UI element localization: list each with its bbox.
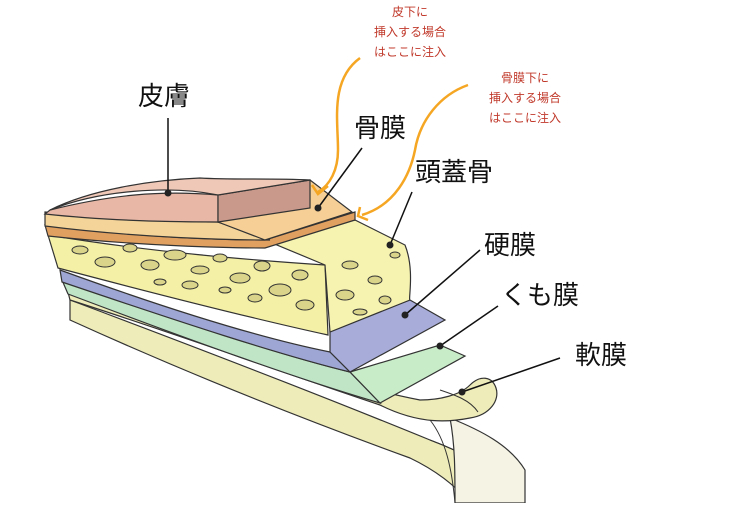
skull-layer xyxy=(47,219,412,336)
note-subcutaneous-line-3: はここに注入 xyxy=(373,45,446,59)
subcutaneous-arrow-icon xyxy=(317,56,361,194)
label-dura: 硬膜 xyxy=(484,231,537,261)
label-skull: 頭蓋骨 xyxy=(415,158,494,188)
note-subperiosteal-line-1: 骨膜下に xyxy=(500,71,549,85)
periosteum-leader xyxy=(317,147,363,209)
skull-leader xyxy=(389,191,413,246)
subperiosteal-arrow-icon xyxy=(361,83,469,217)
note-subcutaneous: 皮下に 挿入する場合 はここに注入 xyxy=(345,2,475,62)
note-subperiosteal-line-3: はここに注入 xyxy=(488,111,561,125)
leader-lines xyxy=(167,118,561,393)
injection-arrows xyxy=(310,56,469,222)
label-periosteum: 骨膜 xyxy=(354,114,407,144)
note-subperiosteal: 骨膜下に 挿入する場合 はここに注入 xyxy=(460,68,590,128)
arachnoid-layer xyxy=(60,278,467,405)
note-subperiosteal-line-2: 挿入する場合 xyxy=(488,91,561,105)
label-skin: 皮膚 xyxy=(138,82,191,112)
label-arachnoid: くも膜 xyxy=(501,281,580,311)
arachnoid-leader xyxy=(439,305,499,347)
skin-layer xyxy=(43,177,311,223)
label-pia: 軟膜 xyxy=(575,341,628,371)
leader-dots xyxy=(164,189,466,396)
dura-leader xyxy=(404,249,481,316)
pia-leader xyxy=(461,357,561,393)
note-subcutaneous-line-2: 挿入する場合 xyxy=(373,25,446,39)
note-subcutaneous-line-1: 皮下に xyxy=(391,5,428,19)
